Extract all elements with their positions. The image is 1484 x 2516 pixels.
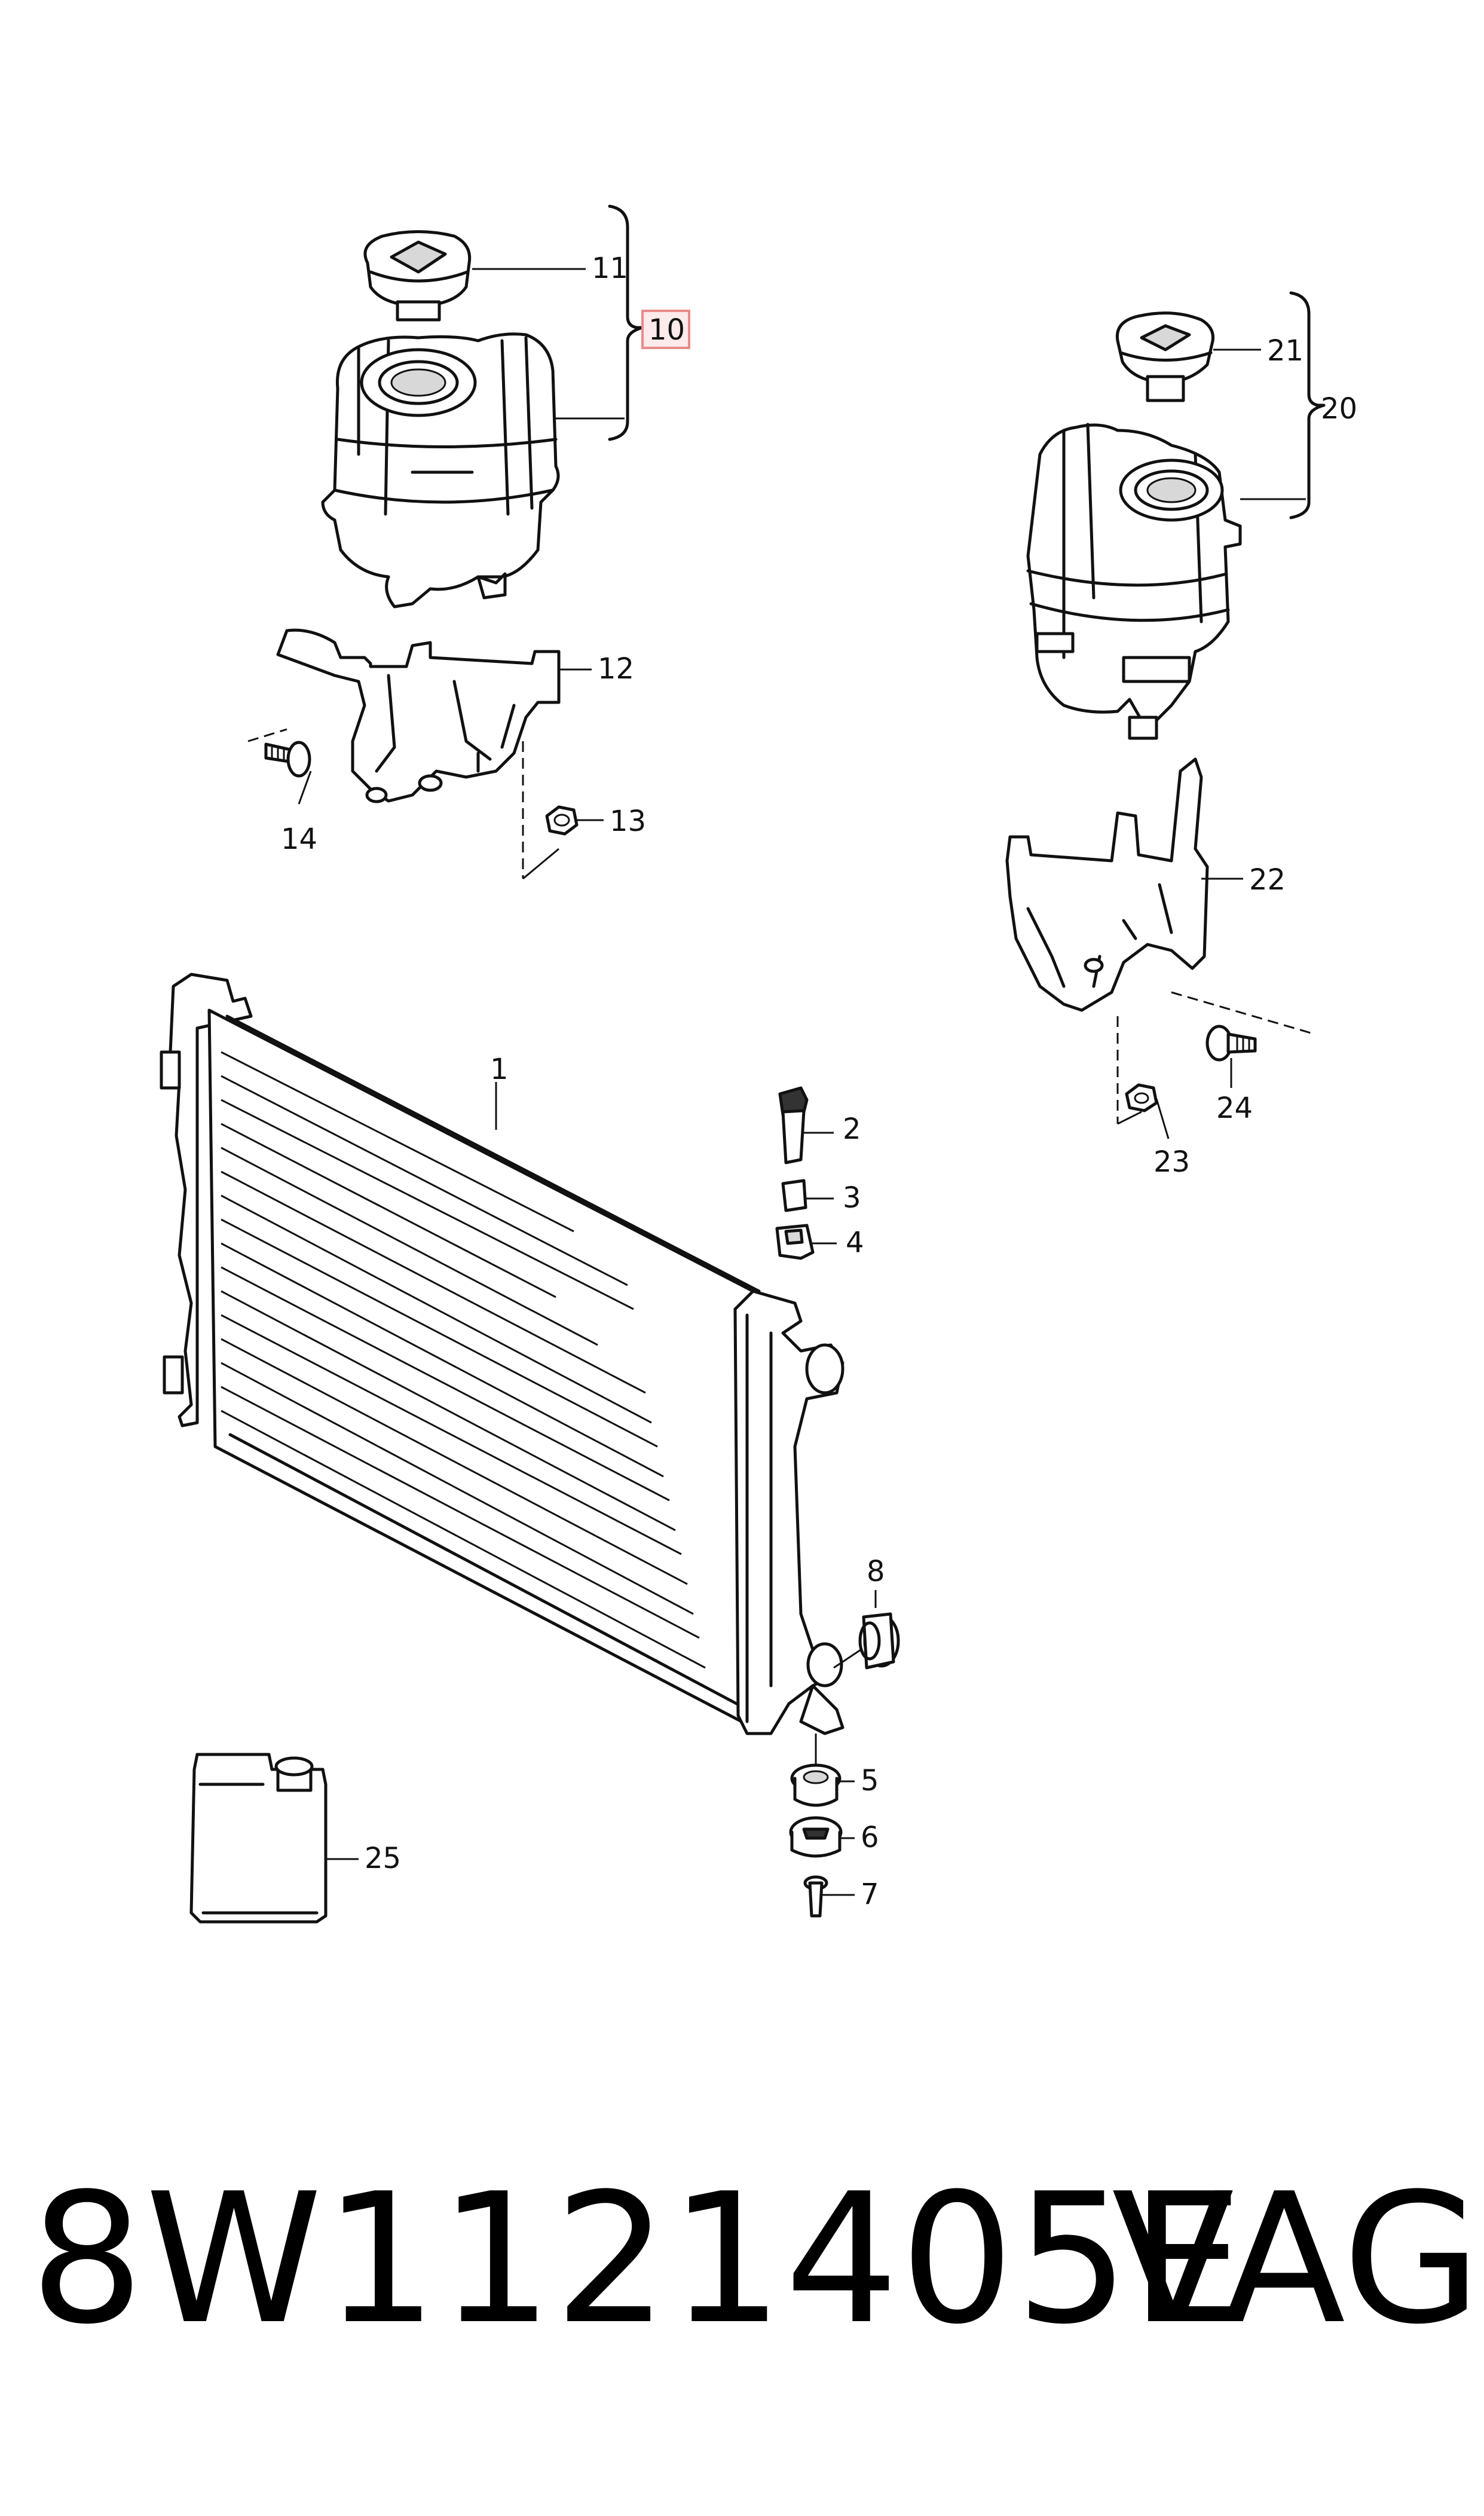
tank-20-drawing — [1026, 423, 1242, 740]
callout-2: 2 — [843, 1112, 861, 1146]
bracket-22-drawing — [1005, 757, 1209, 1012]
expansion-tank-right — [1005, 291, 1326, 1139]
part-number-label: 8W1121405E — [30, 2155, 1246, 2364]
bracket-12-drawing — [276, 628, 561, 803]
drain-plug-2-drawing — [778, 1086, 809, 1164]
radiator-drawing — [160, 973, 844, 1735]
grommet-8-drawing — [858, 1612, 900, 1670]
callout-7: 7 — [861, 1878, 879, 1911]
mount-5-drawing — [790, 1763, 842, 1807]
tank-10-drawing — [321, 332, 560, 609]
callout-20: 20 — [1321, 392, 1357, 426]
nut-23-drawing — [1125, 1083, 1158, 1112]
callout-21: 21 — [1267, 334, 1304, 368]
callout-5: 5 — [861, 1764, 879, 1797]
callout-13: 13 — [610, 805, 646, 838]
callout-labels: 1 2 3 4 5 6 7 8 10 11 12 13 14 20 21 22 … — [281, 252, 1357, 1911]
callout-6: 6 — [861, 1821, 879, 1854]
nut-13-drawing — [545, 805, 579, 836]
callout-22: 22 — [1249, 863, 1286, 897]
cap-11-drawing — [363, 230, 472, 322]
bolt-14-drawing — [264, 741, 311, 778]
callout-23: 23 — [1153, 1145, 1190, 1179]
callout-10-highlight — [641, 310, 690, 349]
callout-25: 25 — [365, 1842, 401, 1875]
callout-3: 3 — [843, 1181, 861, 1215]
mount-6-drawing — [789, 1816, 843, 1858]
callout-11: 11 — [592, 252, 628, 285]
callout-1: 1 — [490, 1053, 509, 1086]
bolt-24-drawing — [1205, 1025, 1257, 1062]
callout-4: 4 — [846, 1226, 864, 1259]
callout-8: 8 — [867, 1555, 885, 1588]
parts-diagram: 1 2 3 4 5 6 7 8 10 11 12 13 14 20 21 22 … — [160, 204, 1357, 1924]
callout-12: 12 — [598, 652, 634, 686]
seal-3-drawing — [781, 1179, 807, 1212]
screw-7-drawing — [803, 1875, 828, 1918]
callout-24: 24 — [1216, 1092, 1253, 1125]
brand-label: VAG — [1112, 2155, 1482, 2364]
coolant-canister-25-drawing — [189, 1753, 328, 1924]
callout-10: 10 — [648, 313, 685, 347]
expansion-tank-left — [247, 204, 690, 880]
callout-14: 14 — [281, 823, 317, 856]
clip-4-drawing — [775, 1224, 815, 1260]
cap-21-drawing — [1115, 311, 1214, 402]
